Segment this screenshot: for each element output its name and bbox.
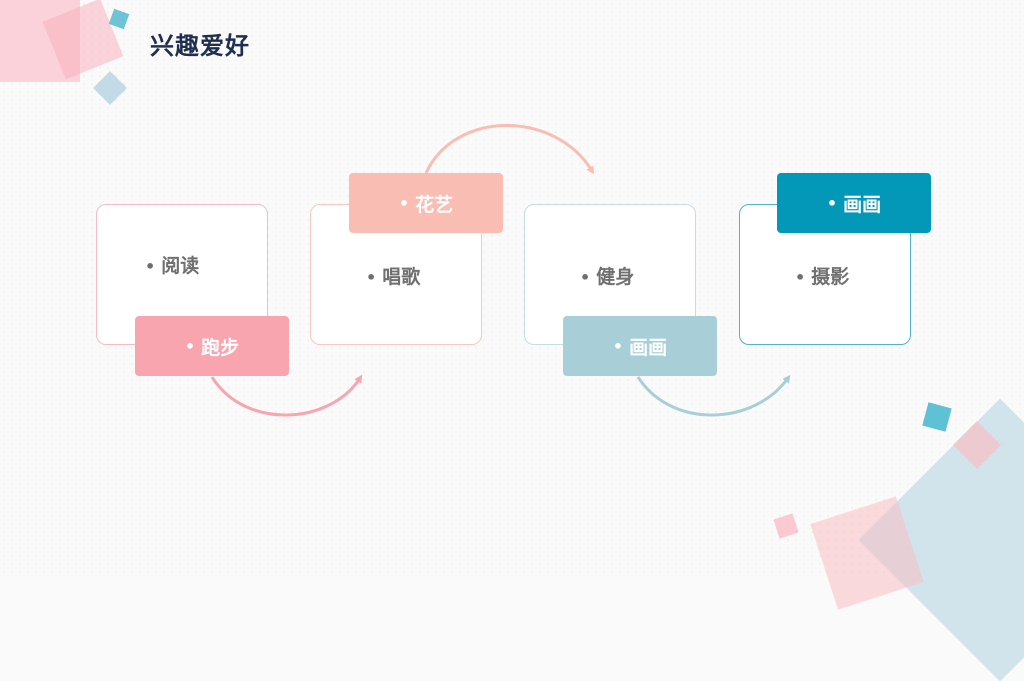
hobby-tag-3: •画画 — [563, 316, 717, 376]
arrow-1 — [210, 374, 363, 417]
hobby-card-2-text: • 唱歌 — [366, 262, 420, 289]
bullet: • — [366, 268, 377, 287]
bullet: • — [580, 268, 591, 287]
hobby-tag-1: •跑步 — [135, 316, 289, 376]
hobby-tag-1-label: 跑步 — [201, 336, 240, 359]
bullet: • — [612, 336, 624, 356]
hobby-card-3-text: • 健身 — [580, 262, 634, 289]
hobby-tag-3-label: 画画 — [629, 336, 668, 359]
hobby-card-4-text: • 摄影 — [795, 262, 849, 289]
hobby-card-1-label: 阅读 — [161, 255, 200, 277]
hobby-tag-4: •画画 — [777, 173, 931, 233]
hobby-tag-2-label: 花艺 — [415, 193, 454, 216]
flow-arrows — [210, 124, 791, 417]
hobby-card-3-label: 健身 — [596, 266, 635, 288]
hobby-tag-2: •花艺 — [349, 173, 503, 233]
arrow-3 — [636, 374, 791, 417]
hobby-tag-4-label: 画画 — [843, 193, 882, 216]
hobby-card-2-label: 唱歌 — [382, 266, 421, 288]
hobby-card-4-label: 摄影 — [811, 266, 850, 288]
hobby-card-1-text: • 阅读 — [145, 251, 199, 278]
bullet: • — [826, 193, 838, 213]
arrow-2 — [424, 124, 595, 175]
bullet: • — [398, 193, 410, 213]
page-title: 兴趣爱好 — [150, 32, 250, 60]
bullet: • — [145, 257, 156, 276]
bullet: • — [795, 268, 806, 287]
bullet: • — [184, 336, 196, 356]
